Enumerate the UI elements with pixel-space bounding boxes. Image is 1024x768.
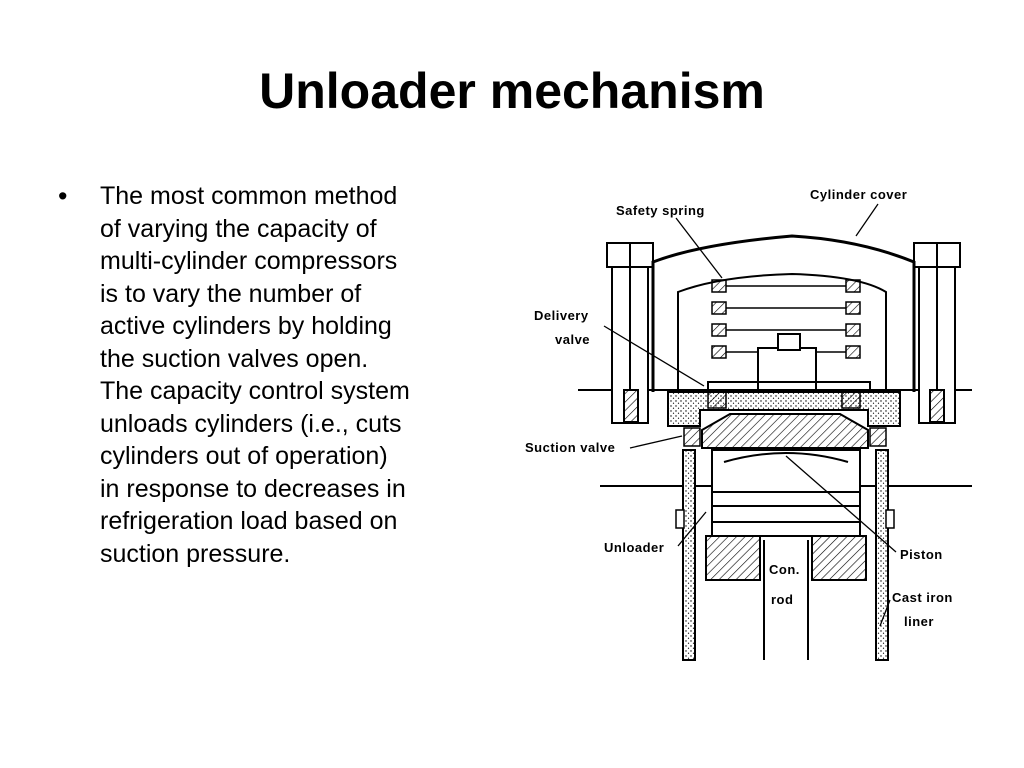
bullet-line: The capacity control system bbox=[100, 377, 410, 405]
suction-valve-label: Suction valve bbox=[525, 440, 615, 455]
connecting-rod bbox=[763, 540, 809, 660]
delivery-valve-label-2: valve bbox=[555, 332, 590, 347]
leader-lines bbox=[603, 203, 897, 627]
delivery-valve-cage bbox=[707, 333, 871, 391]
con-rod-label-2: rod bbox=[771, 592, 793, 607]
bullet-text: The most common method of varying the ca… bbox=[100, 180, 498, 570]
unloader-label: Unloader bbox=[604, 540, 664, 555]
safety-spring-label: Safety spring bbox=[616, 203, 705, 218]
unloader-sleeve bbox=[675, 509, 895, 529]
bullet-line: the suction valves open. bbox=[100, 344, 369, 373]
cast-iron-liner-label-2: liner bbox=[904, 614, 934, 629]
piston bbox=[705, 449, 867, 581]
con-rod-label-1: Con. bbox=[769, 562, 800, 577]
bullet-list: • The most common method of varying the … bbox=[58, 180, 498, 570]
bullet-line: multi-cylinder compressors bbox=[100, 247, 398, 275]
piston-label: Piston bbox=[900, 547, 943, 562]
suction-valve-rings bbox=[683, 427, 887, 447]
head-bolt-right bbox=[913, 242, 961, 424]
cast-iron-liner-label-1: Cast iron bbox=[892, 590, 953, 605]
delivery-valve-label-1: Delivery bbox=[534, 308, 589, 323]
bullet-line: unloads cylinders (i.e., cuts bbox=[100, 409, 402, 438]
safety-spring bbox=[711, 279, 861, 359]
unloader-mechanism-diagram: Cylinder cover Safety spring Delivery va… bbox=[525, 187, 972, 661]
bullet-line: The most common method bbox=[100, 182, 398, 210]
bullet-line: in response to decreases in bbox=[100, 474, 406, 503]
bullet-line: suction pressure. bbox=[100, 539, 291, 568]
bullet-line: cylinders out of operation) bbox=[100, 442, 388, 470]
head-bolt-left bbox=[606, 242, 654, 424]
slide-title: Unloader mechanism bbox=[259, 63, 765, 119]
delivery-valve-seats bbox=[707, 389, 861, 409]
bullet-line: of varying the capacity of bbox=[100, 214, 377, 243]
bullet-line: refrigeration load based on bbox=[100, 507, 398, 535]
bullet-line: active cylinders by holding bbox=[100, 312, 392, 340]
bullet-marker: • bbox=[58, 181, 68, 211]
bullet-item: • The most common method of varying the … bbox=[58, 180, 498, 570]
cylinder-liner bbox=[682, 449, 889, 661]
head-chamber bbox=[677, 272, 887, 392]
cylinder-cover-label: Cylinder cover bbox=[810, 187, 907, 202]
cylinder-cover bbox=[651, 234, 916, 392]
bullet-line: is to vary the number of bbox=[100, 279, 362, 308]
suction-valve-disc bbox=[701, 413, 869, 449]
